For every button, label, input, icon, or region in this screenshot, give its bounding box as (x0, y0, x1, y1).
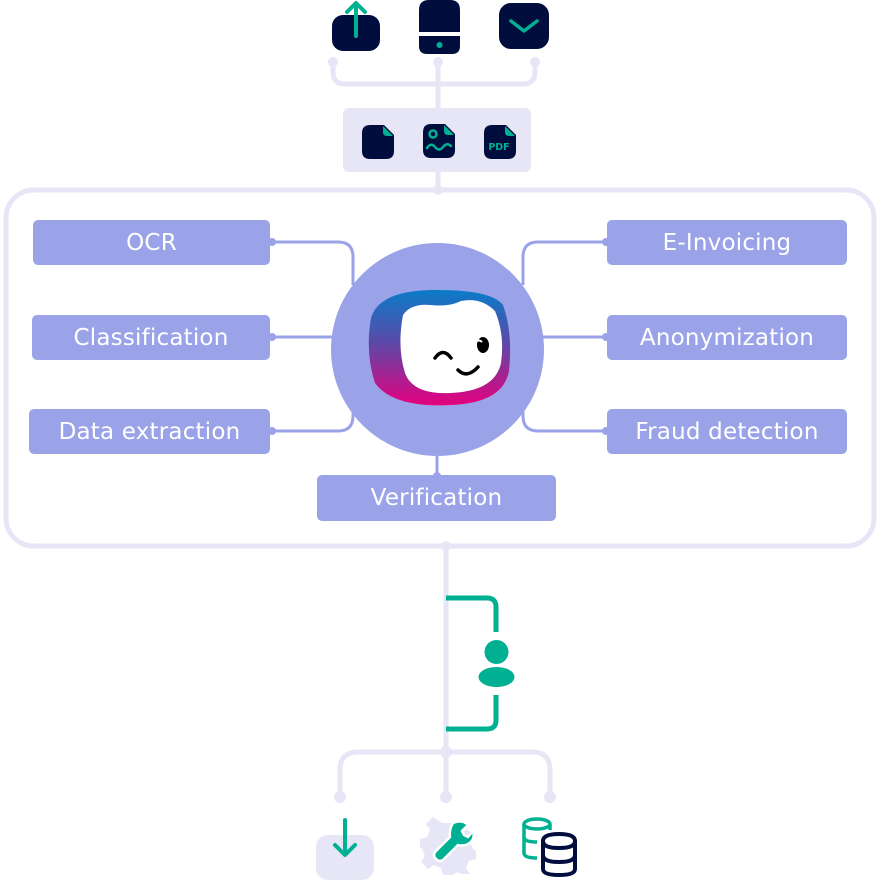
closed-eye (433, 350, 453, 360)
service-label: OCR (126, 229, 177, 256)
email-icon[interactable] (499, 3, 549, 49)
upload-icon[interactable] (331, 0, 381, 52)
service-verification[interactable]: Verification (317, 475, 556, 521)
service-label: E-Invoicing (662, 229, 792, 256)
gear-wrench-icon[interactable] (420, 817, 476, 875)
service-classification[interactable]: Classification (32, 315, 270, 360)
document-icon[interactable] (362, 125, 394, 159)
service-label: Verification (370, 485, 503, 511)
service-label: Fraud detection (635, 418, 819, 445)
service-label: Classification (73, 324, 229, 351)
service-anonymization[interactable]: Anonymization (607, 315, 847, 360)
service-fraud-detection[interactable]: Fraud detection (607, 409, 847, 454)
person-icon[interactable] (478, 640, 515, 688)
review-bracket-bottom (446, 695, 499, 732)
fraud-connector (521, 405, 608, 433)
ocr-connector (270, 240, 355, 285)
open-eye (477, 337, 489, 353)
einvoicing-connector (521, 240, 608, 285)
service-label: Data extraction (58, 418, 241, 445)
service-e-invoicing[interactable]: E-Invoicing (607, 220, 847, 265)
pdf-document-icon[interactable]: PDF (484, 125, 516, 159)
smile (456, 365, 480, 376)
pdf-label: PDF (488, 142, 509, 153)
image-document-icon[interactable] (423, 124, 455, 158)
review-bracket-top (446, 595, 499, 632)
service-label: Anonymization (639, 324, 815, 351)
service-data-extraction[interactable]: Data extraction (29, 409, 270, 454)
service-ocr[interactable]: OCR (33, 220, 270, 265)
mobile-device-icon[interactable] (419, 0, 460, 54)
database-icon[interactable] (521, 817, 579, 878)
data-extraction-connector (270, 405, 355, 433)
top-fanin-line (330, 59, 538, 87)
ai-mascot-hub[interactable] (331, 243, 544, 456)
download-icon[interactable] (316, 818, 374, 880)
